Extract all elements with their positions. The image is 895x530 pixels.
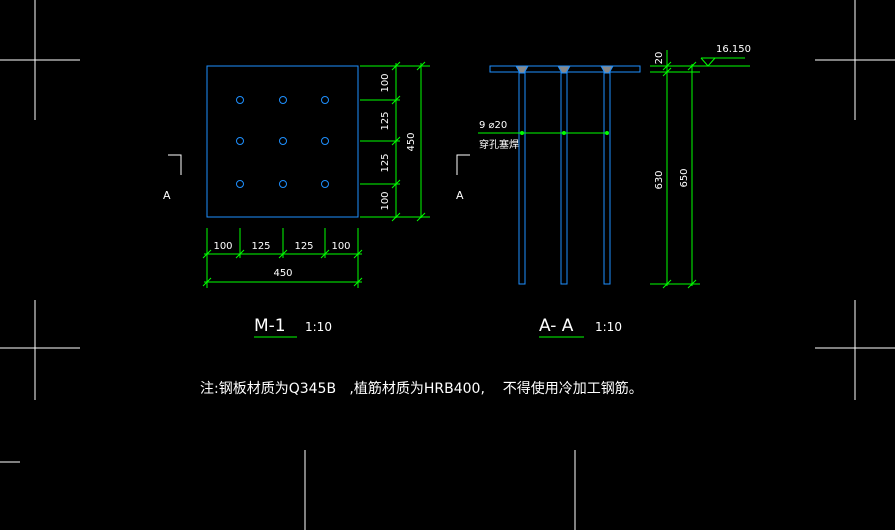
tick [353, 249, 363, 259]
tick [416, 61, 426, 71]
tick [391, 179, 401, 189]
leader-dot [605, 131, 609, 135]
elevation-value: 16.150 [716, 44, 751, 55]
hole [236, 137, 244, 145]
section-dimension-lines [650, 50, 750, 289]
leader-dot [520, 131, 524, 135]
hole [279, 180, 287, 188]
section-top-dim: 20 [654, 52, 665, 65]
hole [279, 96, 287, 104]
rebar [518, 72, 526, 285]
bottom-dim-4: 100 [331, 241, 350, 252]
bottom-dim-2: 125 [251, 241, 270, 252]
rebar [560, 72, 568, 285]
tick [391, 61, 401, 71]
hole [279, 137, 287, 145]
bottom-dim-3: 125 [294, 241, 313, 252]
plug-welds [515, 65, 614, 74]
plate-view: A A 100 125 125 100 450 [163, 61, 470, 338]
bottom-dim-total: 450 [273, 268, 292, 279]
hole [236, 96, 244, 104]
plate-scale: 1:10 [305, 320, 332, 334]
tick [235, 249, 245, 259]
section-dim-inner: 630 [654, 170, 665, 189]
elevation-symbol [700, 57, 745, 67]
rebar-label: 9 ⌀20 [479, 120, 507, 131]
section-cut-left [168, 154, 182, 175]
hole [321, 137, 329, 145]
tick [353, 277, 363, 287]
side-dim-3: 125 [380, 153, 391, 172]
material-note: 注:钢板材质为Q345B ,植筋材质为HRB400, 不得使用冷加工钢筋。 [200, 380, 643, 397]
section-view: 9 ⌀20 穿孔塞焊 20 630 650 16.150 A- A 1:10 [478, 44, 751, 338]
section-marker-right: A [456, 189, 464, 202]
tick [278, 249, 288, 259]
rebar [603, 72, 611, 285]
elevation-triangle [700, 57, 716, 67]
side-dim-1: 100 [380, 73, 391, 92]
side-dim-2: 125 [380, 111, 391, 130]
tick [662, 67, 672, 77]
tick [687, 61, 697, 71]
hole [321, 96, 329, 104]
bottom-dim-1: 100 [213, 241, 232, 252]
leader-dot [562, 131, 566, 135]
tick [662, 279, 672, 289]
hole [321, 180, 329, 188]
section-marker-left: A [163, 189, 171, 202]
side-dimension-lines [360, 61, 430, 222]
section-cut-markers [168, 154, 470, 175]
tick [391, 95, 401, 105]
rebar-leader [478, 131, 609, 135]
plate-holes [236, 96, 329, 188]
section-scale: 1:10 [595, 320, 622, 334]
tick [391, 212, 401, 222]
rebar-note: 穿孔塞焊 [479, 138, 519, 151]
tick [416, 212, 426, 222]
tick [662, 61, 672, 71]
hole [236, 180, 244, 188]
side-dim-4: 100 [380, 191, 391, 210]
section-cut-right [456, 154, 470, 175]
tick [391, 136, 401, 146]
bottom-dimension-lines [202, 228, 363, 288]
tick [687, 279, 697, 289]
tick [320, 249, 330, 259]
rebars [518, 72, 611, 285]
plate-title: M-1 [254, 316, 286, 336]
section-title: A- A [539, 316, 574, 336]
plate-outline [206, 65, 359, 218]
side-dim-total: 450 [406, 132, 417, 151]
section-dim-outer: 650 [679, 168, 690, 187]
tick [202, 277, 212, 287]
tick [202, 249, 212, 259]
